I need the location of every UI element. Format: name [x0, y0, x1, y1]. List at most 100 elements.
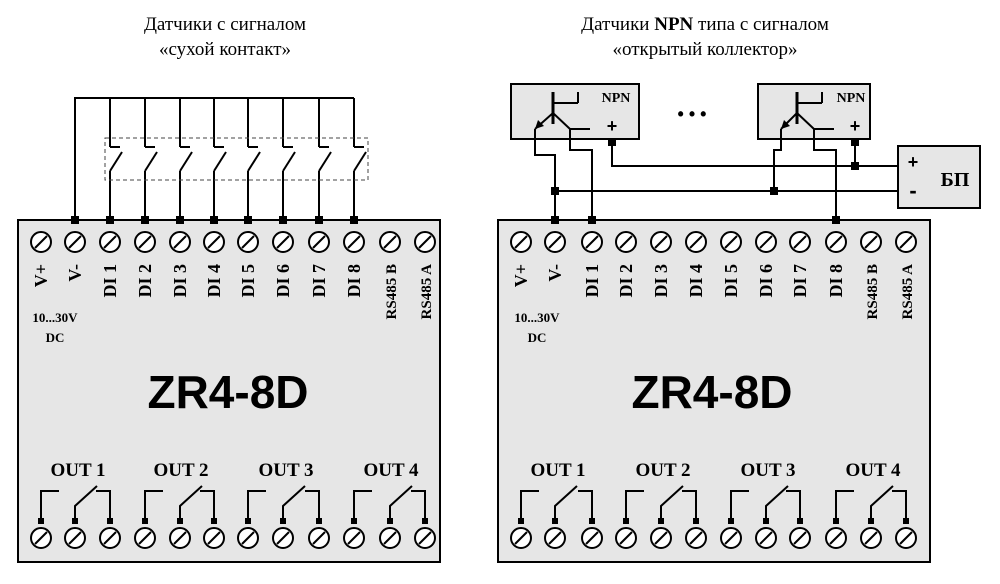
right-module-box — [497, 219, 931, 563]
dry-contact-switch-4 — [213, 151, 227, 172]
left-power-note-line2: DC — [46, 330, 65, 345]
left-input-label-3: DI 1 — [100, 264, 120, 298]
left-input-terminal-9 — [308, 231, 330, 253]
right-relay-out-1 — [518, 485, 595, 524]
right-output-terminal-7 — [720, 527, 742, 549]
right-output-terminal-5 — [650, 527, 672, 549]
right-input-label-6: DI 4 — [686, 264, 706, 298]
left-input-terminal-8 — [272, 231, 294, 253]
dry-contact-switch-6 — [282, 151, 296, 172]
left-out-3-label: OUT 3 — [258, 460, 313, 481]
right-relay-out-2 — [623, 485, 699, 524]
psu-minus-label: - — [909, 178, 916, 203]
right-input-label-3: DI 1 — [582, 264, 602, 298]
npn-sensor-1-plus: + — [607, 116, 618, 136]
dry-contact-switch-3 — [179, 151, 193, 172]
right-input-terminal-12 — [895, 231, 917, 253]
left-out-4-label: OUT 4 — [363, 460, 419, 481]
right-output-terminal-1 — [510, 527, 532, 549]
left-input-terminal-1 — [30, 231, 52, 253]
right-input-terminal-2 — [544, 231, 566, 253]
right-input-label-8: DI 6 — [756, 264, 776, 298]
left-relay-out-3 — [245, 485, 322, 524]
dry-contacts-group-outline — [104, 137, 369, 181]
left-output-terminal-11 — [379, 527, 401, 549]
right-input-label-1: V+ — [511, 264, 531, 287]
right-input-terminal-9 — [789, 231, 811, 253]
right-title-line1: Датчики NPN типа с сигналом — [581, 14, 829, 35]
right-out-2-label: OUT 2 — [635, 460, 690, 481]
dry-contact-switch-5 — [247, 151, 261, 172]
left-input-terminal-12 — [414, 231, 436, 253]
right-input-label-2: V- — [545, 264, 565, 282]
right-output-terminal-11 — [860, 527, 882, 549]
left-relay-out-2 — [142, 485, 217, 524]
dry-contact-switch-2 — [144, 151, 158, 172]
psu-plus-label: + — [908, 152, 919, 172]
left-relay-out-1 — [38, 485, 113, 524]
left-output-terminal-7 — [237, 527, 259, 549]
left-relay-out-4 — [351, 485, 428, 524]
right-output-terminal-9 — [789, 527, 811, 549]
left-output-terminal-9 — [308, 527, 330, 549]
left-input-label-2: V- — [65, 264, 85, 282]
right-input-label-9: DI 7 — [790, 264, 810, 298]
left-device-name: ZR4-8D — [147, 366, 308, 418]
right-relay-out-3 — [728, 485, 803, 524]
right-out-3-label: OUT 3 — [740, 460, 795, 481]
left-input-label-10: DI 8 — [344, 264, 364, 298]
left-output-terminal-2 — [64, 527, 86, 549]
terminal-rows — [30, 231, 917, 549]
right-power-note-line2: DC — [528, 330, 547, 345]
right-input-terminal-3 — [581, 231, 603, 253]
left-input-terminal-3 — [99, 231, 121, 253]
left-input-terminal-2 — [64, 231, 86, 253]
left-input-label-1: V+ — [31, 264, 51, 287]
right-output-terminal-4 — [615, 527, 637, 549]
left-module-box — [17, 219, 441, 563]
left-output-terminal-10 — [343, 527, 365, 549]
left-input-terminal-4 — [134, 231, 156, 253]
right-input-label-11: RS485 B — [865, 264, 881, 319]
left-dry-contact-wiring — [71, 97, 369, 224]
right-device-name: ZR4-8D — [631, 366, 792, 418]
right-relay-out-4 — [833, 485, 909, 524]
dry-contact-switch-7 — [318, 151, 332, 172]
left-input-terminal-7 — [237, 231, 259, 253]
right-input-terminal-5 — [650, 231, 672, 253]
left-title-line1: Датчики с сигналом — [144, 14, 306, 35]
right-input-label-4: DI 2 — [616, 264, 636, 298]
right-output-terminal-3 — [581, 527, 603, 549]
right-power-note-line1: 10...30V — [514, 310, 560, 325]
left-power-note-line1: 10...30V — [32, 310, 78, 325]
left-output-terminal-8 — [272, 527, 294, 549]
left-input-label-8: DI 6 — [273, 264, 293, 298]
right-input-terminal-10 — [825, 231, 847, 253]
dry-contact-switch-1 — [109, 151, 123, 172]
right-input-terminal-1 — [510, 231, 532, 253]
npn-sensor-1-label: NPN — [602, 91, 631, 106]
left-out-2-label: OUT 2 — [153, 460, 208, 481]
left-input-label-7: DI 5 — [238, 264, 258, 298]
right-input-terminal-6 — [685, 231, 707, 253]
left-output-terminal-5 — [169, 527, 191, 549]
npn-sensor-2-plus: + — [850, 116, 861, 136]
right-out-4-label: OUT 4 — [845, 460, 901, 481]
right-input-label-12: RS485 A — [900, 264, 916, 320]
left-input-label-4: DI 2 — [135, 264, 155, 298]
psu-label: БП — [941, 169, 970, 191]
dry-contact-switch-8 — [353, 151, 367, 172]
left-input-label-11: RS485 B — [384, 264, 400, 319]
right-output-terminal-8 — [755, 527, 777, 549]
left-input-terminal-10 — [343, 231, 365, 253]
power-supply-box — [897, 145, 981, 209]
left-output-terminal-3 — [99, 527, 121, 549]
left-input-terminal-11 — [379, 231, 401, 253]
right-input-label-10: DI 8 — [826, 264, 846, 298]
left-input-terminal-5 — [169, 231, 191, 253]
right-npn-wiring: NPN + NPN + • • • + - БП — [510, 83, 981, 224]
right-title-line2: «открытый коллектор» — [613, 39, 798, 60]
right-input-terminal-8 — [755, 231, 777, 253]
